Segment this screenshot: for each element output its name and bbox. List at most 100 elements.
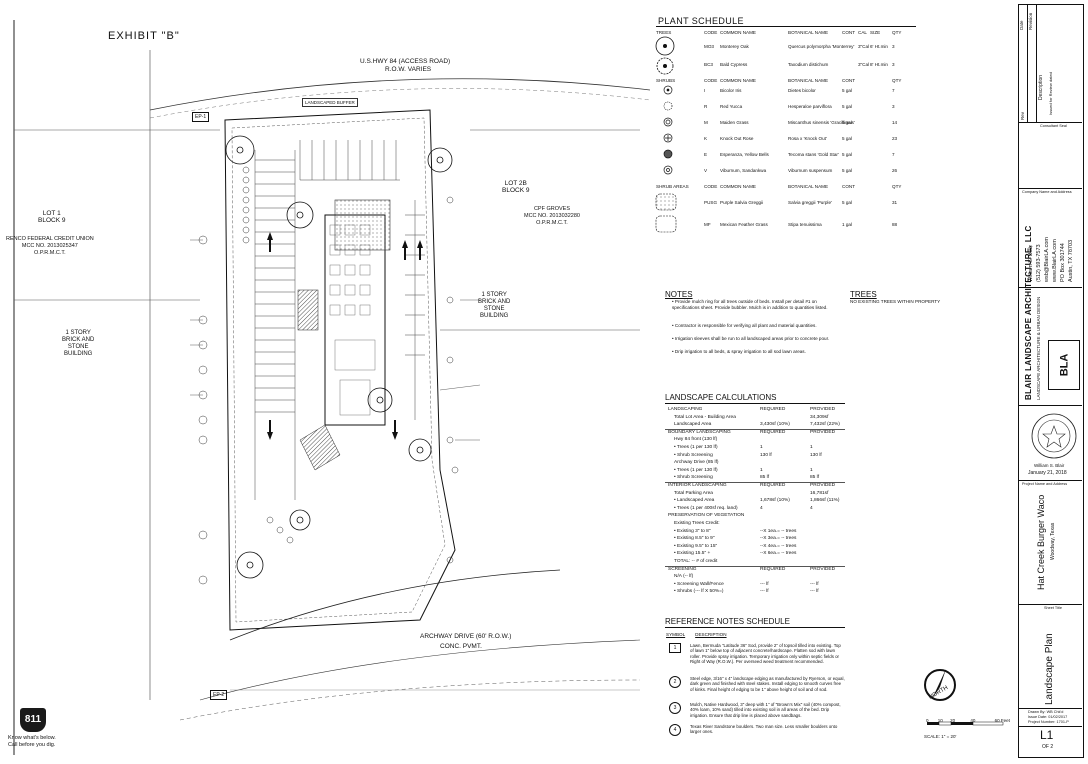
firm-name: BLAIR LANDSCAPE ARCHITECTURE, LLC — [1024, 225, 1033, 400]
company-web: www.BlairLA.com — [1052, 239, 1058, 282]
company-phone: (512) 593-7573 — [1036, 244, 1042, 282]
company-po: PO Box 301744 — [1060, 243, 1066, 282]
rev-label: Rev — [1020, 111, 1025, 120]
lot2b-label: LOT 2B BLOCK 9 — [502, 180, 530, 194]
issue-dates: Issued for Review dated — [1048, 72, 1053, 115]
calc-cell: Total Lot Area - Building Area — [674, 414, 736, 420]
calc-cell: REQUIRED — [760, 407, 786, 412]
calc-cell: --X 3ea.= -- trees — [760, 536, 797, 542]
reference-notes-title: REFERENCE NOTES SCHEDULE — [665, 617, 790, 626]
scale-text: SCALE: 1" = 20' — [924, 734, 957, 739]
bldg-right-label: 1 STORY BRICK AND STONE BUILDING — [478, 292, 511, 319]
highway-row-label: R.O.W. VARIES — [385, 66, 432, 73]
company-header: Company Name and Address — [1022, 190, 1072, 194]
tree-legend-icons — [655, 36, 675, 75]
calc-cell: • Shrub Screening — [674, 452, 713, 458]
calc-cell: 4 — [760, 505, 763, 511]
calc-cell: Landscaped Area — [674, 422, 712, 428]
ref-note: Texas River Sandstone boulders. Two man … — [690, 724, 838, 735]
calc-cell: 1 — [760, 445, 763, 450]
landscape-calc-title: LANDSCAPE CALCULATIONS — [665, 393, 777, 402]
calc-cell: PROVIDED — [810, 407, 836, 412]
firm-logo: BLA — [1048, 340, 1080, 390]
bldg-left-label: 1 STORY BRICK AND STONE BUILDING — [62, 330, 95, 357]
dig-811-text: Know what's below. Call before you dig. — [8, 735, 56, 748]
calc-cell: 130 lf — [810, 452, 822, 458]
calc-cell: • Trees (1 per 400sf req. land) — [674, 505, 738, 511]
calc-cell: 1 — [810, 445, 813, 450]
calc-cell: Existing Trees Credit: — [674, 521, 720, 526]
landscaped-buffer-label: LANDSCAPED BUFFER — [302, 98, 358, 107]
project-header: Project Name and Address — [1022, 482, 1068, 486]
sheet-title-header: Sheet Title — [1044, 606, 1062, 610]
ep2-tag: EP-2 — [210, 690, 228, 700]
calc-cell: 1 — [760, 467, 763, 473]
calc-cell: REQUIRED — [760, 483, 786, 488]
calc-cell: 1 — [810, 467, 813, 473]
calc-cell: PROVIDED — [810, 429, 836, 435]
scale-ticks: 0 10 20 40 60 Feet — [926, 718, 1010, 723]
calc-cell: 7,432sf (22%) — [810, 422, 840, 428]
seal-name: William S. Blair — [1034, 463, 1065, 468]
company-city: Austin, TX 78703 — [1068, 239, 1074, 282]
calc-cell: INTERIOR LANDSCAPING — [668, 483, 727, 488]
calc-cell: --X 6ea.= -- trees — [760, 551, 797, 557]
calc-cell: Hwy 84 front (130 lf) — [674, 437, 718, 443]
sheet-number: L1 — [1040, 728, 1054, 742]
calc-cell: 4 — [810, 505, 813, 511]
calc-cell: • Shrubs (--- lf X 50%=) — [674, 589, 724, 595]
calc-cell: • Existing 8.5" to 9" — [674, 536, 715, 542]
calc-cell: • Trees (1 per 130 lf) — [674, 445, 718, 450]
calc-cell: 85 lf — [760, 475, 770, 481]
calc-cell: --- lf — [810, 589, 819, 595]
sheet-title: Landscape Plan — [1044, 633, 1055, 705]
shrub-legend-icons — [663, 85, 673, 175]
ep1-tag: EP-1 — [192, 112, 210, 122]
shrub-area-legend-icons — [655, 193, 677, 233]
ref-symbol: 2 — [669, 676, 681, 688]
archway-sub-label: CONC. PVMT. — [440, 643, 482, 650]
sheet-info: Drawn By: WB Chk'd Issue Date: 01/02/201… — [1028, 710, 1069, 724]
calc-cell: --- lf — [760, 581, 769, 587]
revision-header: Revision — [1028, 12, 1033, 30]
shrub-symbols — [198, 166, 459, 585]
calc-cell: • Screening Wall/Fence — [674, 581, 724, 587]
dig-811-logo: 811 — [20, 708, 46, 732]
calc-cell: • Landscaped Area — [674, 498, 715, 504]
notes-title: NOTES — [665, 290, 693, 299]
calc-cell: 1,866sf (11%) — [810, 498, 840, 504]
company-email: wsb@BlairLA.com — [1044, 236, 1050, 282]
calc-cell: Archway Drive (85 lf) — [674, 460, 719, 466]
exhibit-label: EXHIBIT "B" — [108, 30, 180, 42]
description-header: Description — [1038, 74, 1044, 100]
calc-cell: 130 lf — [760, 452, 772, 458]
calc-cell: TOTAL: -- # of credit — [674, 559, 718, 564]
tree-symbols — [225, 135, 453, 579]
calc-cell: 34,309sf — [810, 414, 829, 420]
calc-cell: --- lf — [760, 589, 769, 595]
parking-stalls-left — [254, 150, 296, 500]
calc-cell: N/A (-- lf) — [674, 574, 694, 580]
calc-cell: • Existing 9.5" to 15" — [674, 543, 718, 549]
calc-cell: REQUIRED — [760, 566, 786, 572]
calc-cell: 85 lf — [810, 475, 820, 481]
ref-symbol: 1 — [669, 643, 681, 653]
plant-schedule-title: PLANT SCHEDULE — [658, 16, 744, 26]
project-location: Woodway, Texas — [1050, 522, 1056, 560]
calc-cell: 16,781sf — [810, 490, 829, 496]
site-plan-drawing — [13, 20, 650, 755]
note-item: • Provide mulch ring for all trees outsi… — [672, 299, 828, 310]
lot2b-owner: CPF GROVES MCC NO. 2013032280 O.P.R.M.C.… — [524, 206, 580, 226]
project-name: Hat Creek Burger Waco — [1036, 494, 1046, 590]
ref-note: Mulch, Native Hardwood, 3" deep with 1" … — [690, 702, 841, 718]
date-header: Date — [1019, 20, 1024, 30]
north-arrow-icon — [924, 669, 956, 701]
consultant-seal-label: Consultant Seal — [1040, 124, 1067, 128]
professional-seal-icon — [1031, 413, 1077, 459]
lot1-owner: RENCO FEDERAL CREDIT UNION MCC NO. 20130… — [6, 236, 94, 256]
calc-cell: • Existing 3" to 8" — [674, 528, 711, 534]
calc-cell: PROVIDED — [810, 566, 836, 572]
calc-cell: --- lf — [810, 581, 819, 587]
